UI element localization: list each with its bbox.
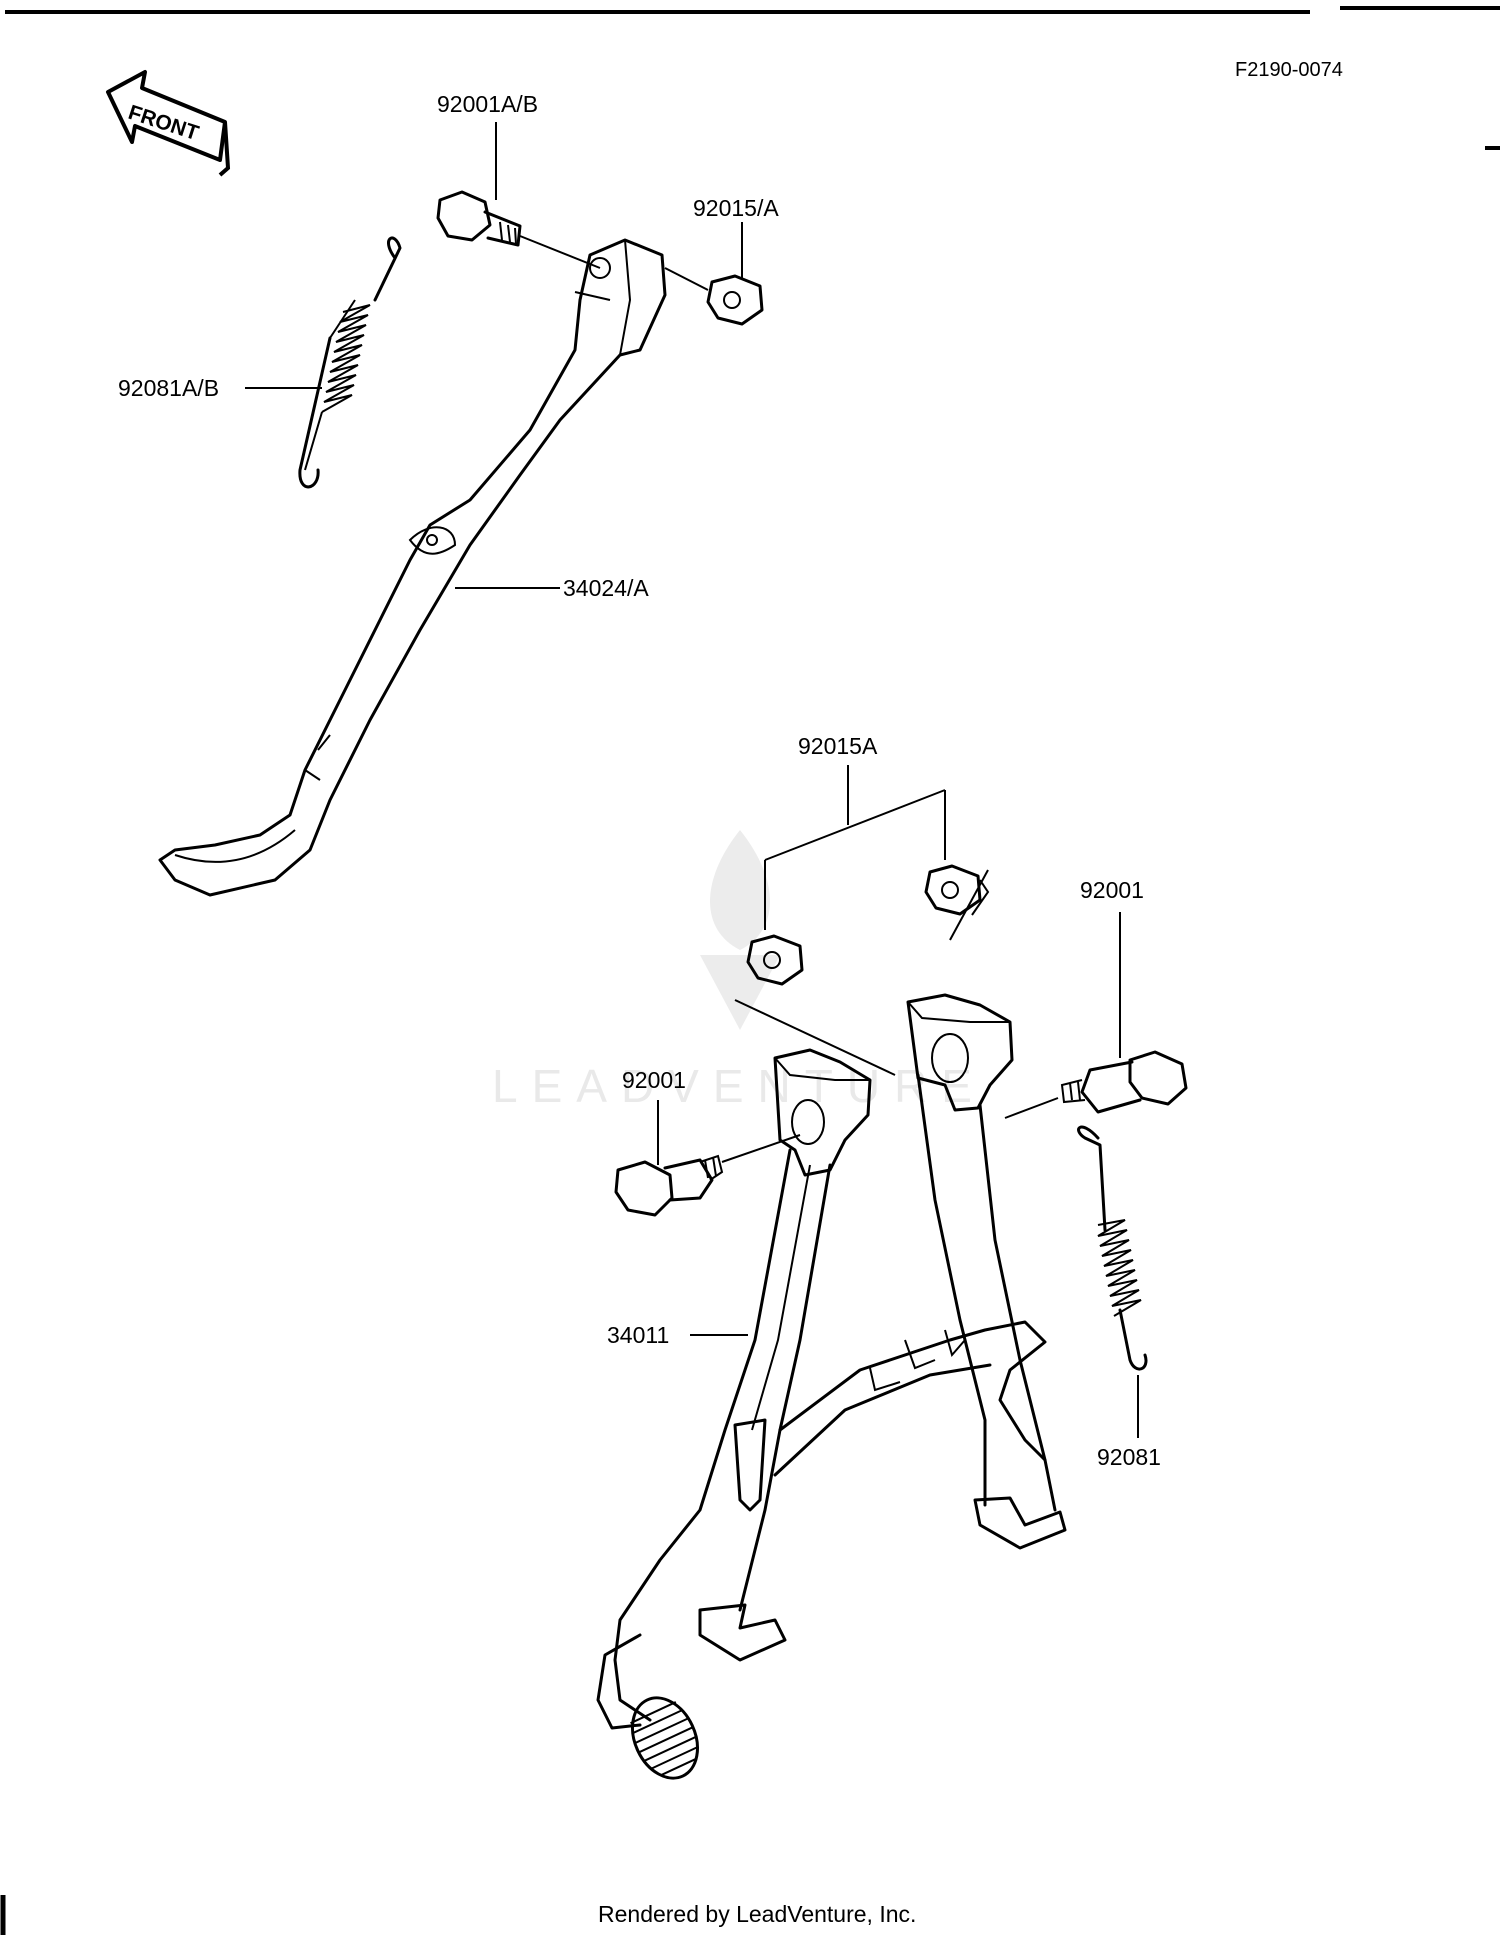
center-stand-spring xyxy=(1077,1125,1148,1371)
footer-credit: Rendered by LeadVenture, Inc. xyxy=(598,1901,916,1927)
label-side-stand: 34024/A xyxy=(563,575,649,601)
side-stand xyxy=(158,238,667,897)
center-stand-bolt-left xyxy=(614,1134,801,1217)
side-stand-spring xyxy=(298,236,402,489)
center-stand xyxy=(596,993,1067,1780)
front-arrow-icon: FRONT xyxy=(106,70,231,177)
center-stand-nut-lower xyxy=(734,934,896,1076)
label-center-stand-bolt-right: 92001 xyxy=(1080,877,1144,903)
figure-code: F2190-0074 xyxy=(1235,59,1343,81)
label-side-stand-spring: 92081A/B xyxy=(118,375,219,401)
center-stand-bolt-right xyxy=(1004,1050,1188,1119)
watermark-text: LEADVENTURE xyxy=(492,1060,986,1112)
label-side-stand-bolt: 92001A/B xyxy=(437,91,538,117)
center-stand-nut-leader xyxy=(764,765,946,930)
side-stand-nut xyxy=(664,267,764,326)
center-stand-nut-upper xyxy=(924,864,990,941)
label-center-stand-bolt-left: 92001 xyxy=(622,1067,686,1093)
label-center-stand-spring: 92081 xyxy=(1097,1444,1161,1470)
label-center-stand-nuts: 92015A xyxy=(798,733,878,759)
label-center-stand: 34011 xyxy=(607,1322,669,1348)
side-stand-bolt xyxy=(436,190,601,269)
leadventure-watermark: LEADVENTURE xyxy=(492,830,986,1112)
label-side-stand-nut: 92015/A xyxy=(693,195,779,221)
